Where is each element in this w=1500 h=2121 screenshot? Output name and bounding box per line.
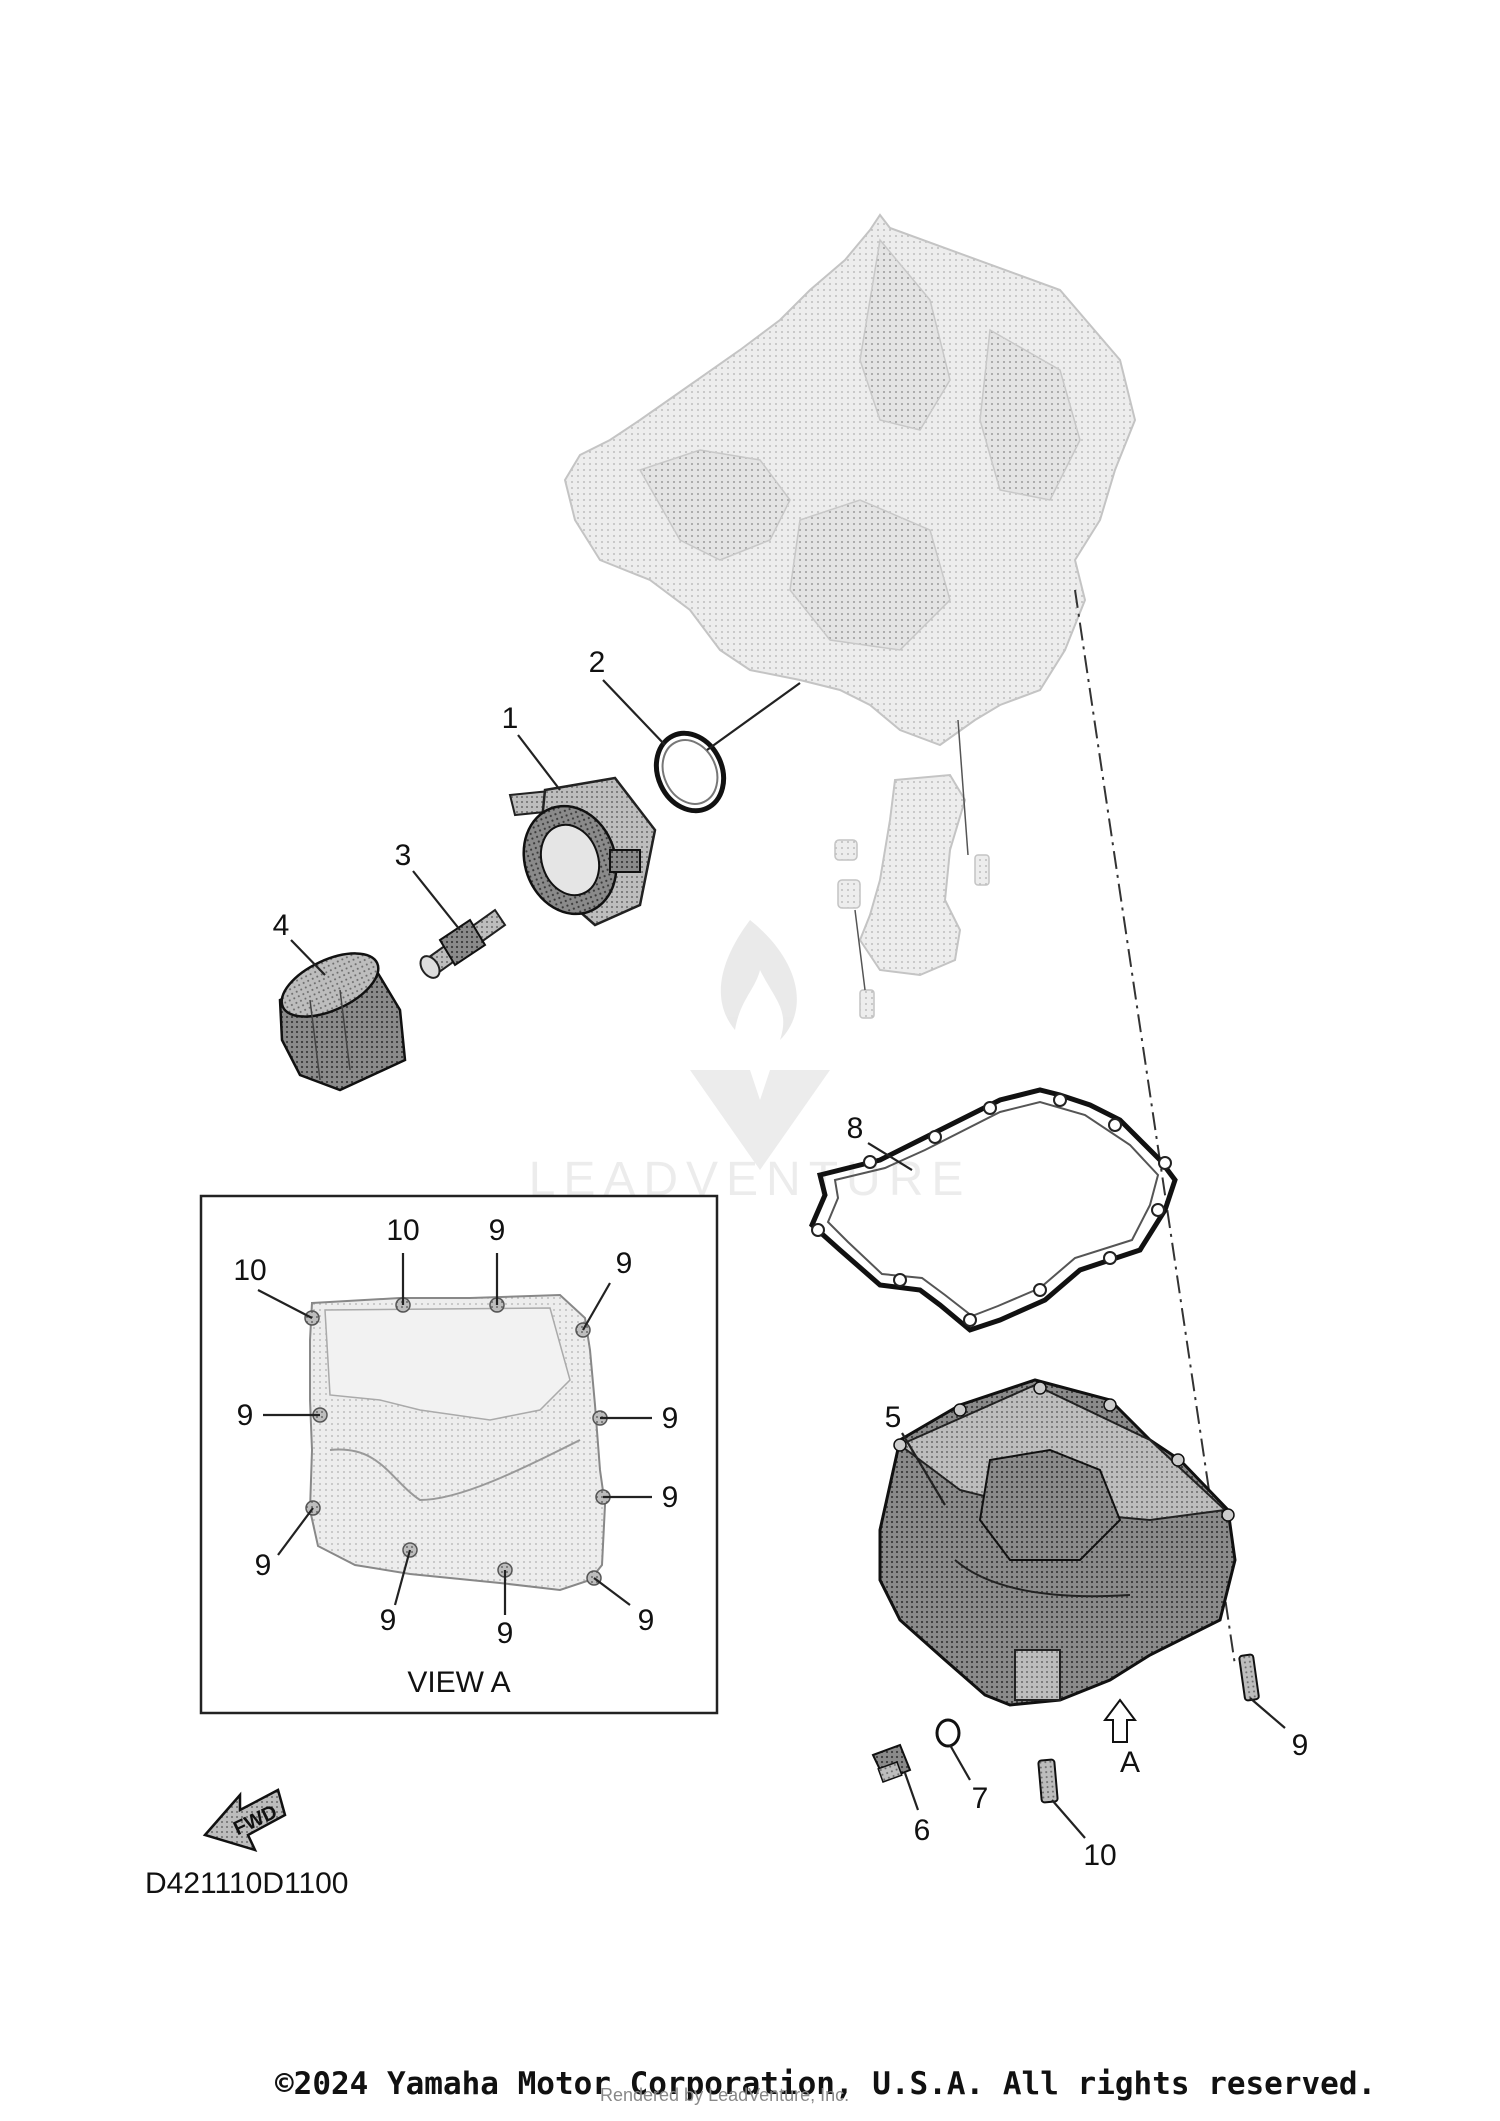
view-callout-9-bottomright: 9: [638, 1604, 655, 1637]
view-a-label: VIEW A: [407, 1666, 510, 1699]
strainer-ghost: [834, 719, 990, 1019]
washer: [935, 1718, 961, 1748]
view-arrow-a: [1103, 1698, 1137, 1743]
alignment-line: [1074, 589, 1236, 1666]
view-callout-9-left: 9: [237, 1399, 254, 1432]
o-ring: [653, 730, 727, 814]
callout-6: 6: [914, 1814, 931, 1847]
view-callout-10-left: 10: [233, 1254, 266, 1287]
oil-filter: [278, 952, 407, 1092]
rendered-by: Rendered by LeadVenture, Inc.: [600, 2085, 850, 2105]
drain-plug: [871, 1743, 912, 1783]
callout-9-right: 9: [1292, 1729, 1309, 1762]
diagram-code: D421110D1100: [145, 1867, 349, 1900]
callout-2: 2: [589, 646, 606, 679]
watermark-logo: LEADVENTURE: [529, 920, 963, 1206]
view-callout-9-bottom2: 9: [497, 1617, 514, 1650]
callout-3: 3: [395, 839, 412, 872]
callout-5: 5: [885, 1401, 902, 1434]
view-callout-9-bottomleft: 9: [255, 1549, 272, 1582]
gasket: [808, 1087, 1178, 1333]
callout-8: 8: [847, 1112, 864, 1145]
oil-cooler: [508, 776, 657, 927]
view-callout-9-right1: 9: [662, 1402, 679, 1435]
callout-4: 4: [273, 909, 290, 942]
view-arrow-label: A: [1120, 1746, 1140, 1779]
fwd-arrow-icon: FWD: [202, 1788, 287, 1852]
view-a-box: [199, 1194, 719, 1715]
view-callout-10-top: 10: [386, 1214, 419, 1247]
callout-1: 1: [502, 702, 519, 735]
view-callout-9-top: 9: [489, 1214, 506, 1247]
callout-10-main: 10: [1083, 1839, 1116, 1872]
copyright-notice: ©2024 Yamaha Motor Corporation, U.S.A. A…: [275, 2066, 1377, 2102]
view-callout-9-right2: 9: [662, 1481, 679, 1514]
crankcase-ghost: [563, 213, 1137, 747]
leader-lines: [257, 679, 1286, 1839]
view-callout-9-bottom1: 9: [380, 1604, 397, 1637]
callout-7: 7: [972, 1782, 989, 1815]
union-bolt: [419, 908, 507, 979]
oil-pan: [878, 1378, 1237, 1707]
bolt-9: [1238, 1653, 1260, 1702]
bolt-10: [1037, 1758, 1059, 1804]
view-callout-9-topright: 9: [616, 1247, 633, 1280]
